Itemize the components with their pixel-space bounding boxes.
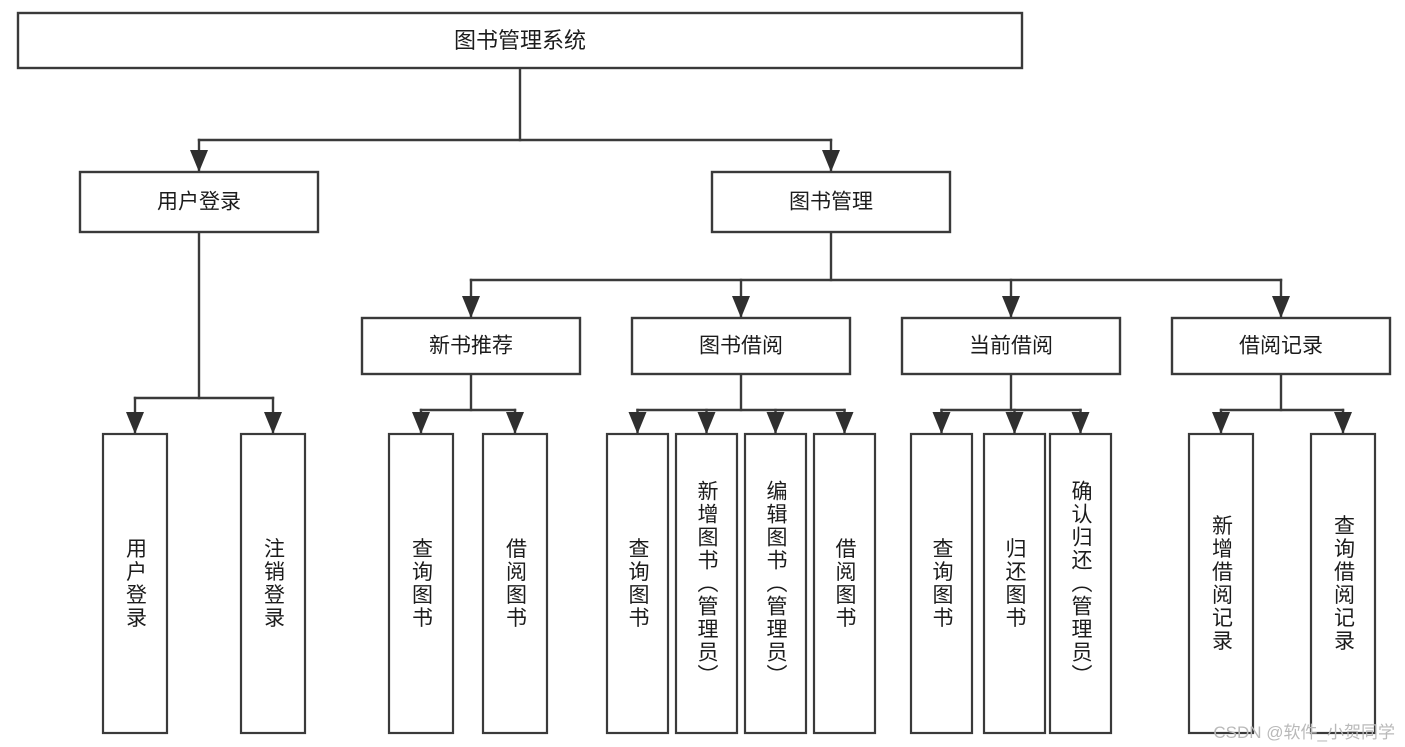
arrow-head-icon: [732, 296, 750, 318]
node-leaf-user-login-box: [101, 432, 169, 735]
node-new-book-rec-box: [360, 316, 582, 376]
node-leaf-borrow-book-1[interactable]: 借阅图书: [481, 432, 549, 735]
node-leaf-query-record-label: 查询借阅记录: [1332, 515, 1356, 653]
node-leaf-query-book-2-label: 查询图书: [626, 538, 650, 630]
node-user-login[interactable]: 用户登录: [78, 170, 320, 234]
arrow-head-icon: [1002, 296, 1020, 318]
node-leaf-query-book-1-label: 查询图书: [410, 538, 434, 630]
node-leaf-query-book-3[interactable]: 查询图书: [909, 432, 974, 735]
node-leaf-user-logout[interactable]: 注销登录: [239, 432, 307, 735]
node-new-book-rec-label: 新书推荐: [429, 335, 513, 358]
node-leaf-add-book[interactable]: 新增图书（管理员）: [674, 432, 739, 735]
edge-layer: [126, 66, 1352, 436]
node-leaf-add-record-label: 新增借阅记录: [1210, 515, 1234, 653]
arrow-head-icon: [190, 150, 208, 172]
node-leaf-borrow-book-2[interactable]: 借阅图书: [812, 432, 877, 735]
node-book-manage-box: [710, 170, 952, 234]
node-leaf-query-book-3-box: [909, 432, 974, 735]
arrow-head-icon: [822, 150, 840, 172]
node-current-borrow[interactable]: 当前借阅: [900, 316, 1122, 376]
node-root-label: 图书管理系统: [454, 28, 586, 53]
arrow-head-icon: [462, 296, 480, 318]
node-leaf-add-book-label: 新增图书（管理员）: [695, 480, 719, 687]
node-leaf-add-book-box: [674, 432, 739, 735]
arrow-head-icon: [1005, 412, 1024, 434]
arrow-head-icon: [1272, 296, 1290, 318]
arrow-head-icon: [932, 412, 951, 434]
arrow-head-icon: [264, 412, 282, 434]
node-leaf-borrow-book-1-box: [481, 432, 549, 735]
node-leaf-user-logout-box: [239, 432, 307, 735]
arrow-head-icon: [412, 412, 430, 434]
node-leaf-user-logout-label: 注销登录: [262, 538, 286, 630]
node-book-borrow-box: [630, 316, 852, 376]
arrow-head-icon: [766, 412, 785, 434]
node-book-borrow[interactable]: 图书借阅: [630, 316, 852, 376]
node-user-login-label: 用户登录: [157, 191, 241, 214]
node-leaf-borrow-book-2-label: 借阅图书: [833, 538, 857, 630]
node-leaf-confirm-return-box: [1048, 432, 1113, 735]
node-leaf-borrow-book-1-label: 借阅图书: [504, 538, 528, 630]
node-leaf-query-record-box: [1309, 432, 1377, 735]
arrow-head-icon: [628, 412, 647, 434]
arrow-head-icon: [1071, 412, 1090, 434]
arrow-head-icon: [506, 412, 524, 434]
node-current-borrow-label: 当前借阅: [969, 335, 1053, 358]
node-leaf-add-record-box: [1187, 432, 1255, 735]
node-layer: 图书管理系统 用户登录 图书管理 新书推荐 图书借阅 当前: [16, 11, 1392, 735]
node-user-login-box: [78, 170, 320, 234]
node-leaf-user-login-label: 用户登录: [124, 538, 148, 630]
arrow-head-icon: [1212, 412, 1230, 434]
arrow-head-icon: [697, 412, 716, 434]
node-leaf-query-book-1[interactable]: 查询图书: [387, 432, 455, 735]
node-leaf-return-book[interactable]: 归还图书: [982, 432, 1047, 735]
csdn-watermark: CSDN @软件_小贺同学: [1213, 723, 1395, 742]
node-leaf-edit-book-box: [743, 432, 808, 735]
arrow-head-icon: [835, 412, 854, 434]
node-leaf-return-book-label: 归还图书: [1003, 538, 1027, 630]
node-book-manage-label: 图书管理: [789, 191, 873, 214]
node-leaf-add-record[interactable]: 新增借阅记录: [1187, 432, 1255, 735]
node-current-borrow-box: [900, 316, 1122, 376]
node-leaf-edit-book[interactable]: 编辑图书（管理员）: [743, 432, 808, 735]
node-new-book-rec[interactable]: 新书推荐: [360, 316, 582, 376]
node-leaf-user-login[interactable]: 用户登录: [101, 432, 169, 735]
node-root[interactable]: 图书管理系统: [16, 11, 1024, 70]
arrow-head-icon: [126, 412, 144, 434]
node-leaf-edit-book-label: 编辑图书（管理员）: [764, 480, 788, 687]
node-root-box: [16, 11, 1024, 70]
node-leaf-query-book-1-box: [387, 432, 455, 735]
node-book-manage[interactable]: 图书管理: [710, 170, 952, 234]
node-leaf-query-book-3-label: 查询图书: [930, 538, 954, 630]
node-borrow-record[interactable]: 借阅记录: [1170, 316, 1392, 376]
node-book-borrow-label: 图书借阅: [699, 335, 783, 358]
node-borrow-record-box: [1170, 316, 1392, 376]
node-leaf-query-book-2-box: [605, 432, 670, 735]
node-leaf-query-book-2[interactable]: 查询图书: [605, 432, 670, 735]
node-borrow-record-label: 借阅记录: [1239, 335, 1323, 358]
node-leaf-query-record[interactable]: 查询借阅记录: [1309, 432, 1377, 735]
node-leaf-return-book-box: [982, 432, 1047, 735]
node-leaf-borrow-book-2-box: [812, 432, 877, 735]
arrow-head-icon: [1334, 412, 1352, 434]
node-leaf-confirm-return-label: 确认归还（管理员）: [1069, 480, 1093, 687]
node-leaf-confirm-return[interactable]: 确认归还（管理员）: [1048, 432, 1113, 735]
